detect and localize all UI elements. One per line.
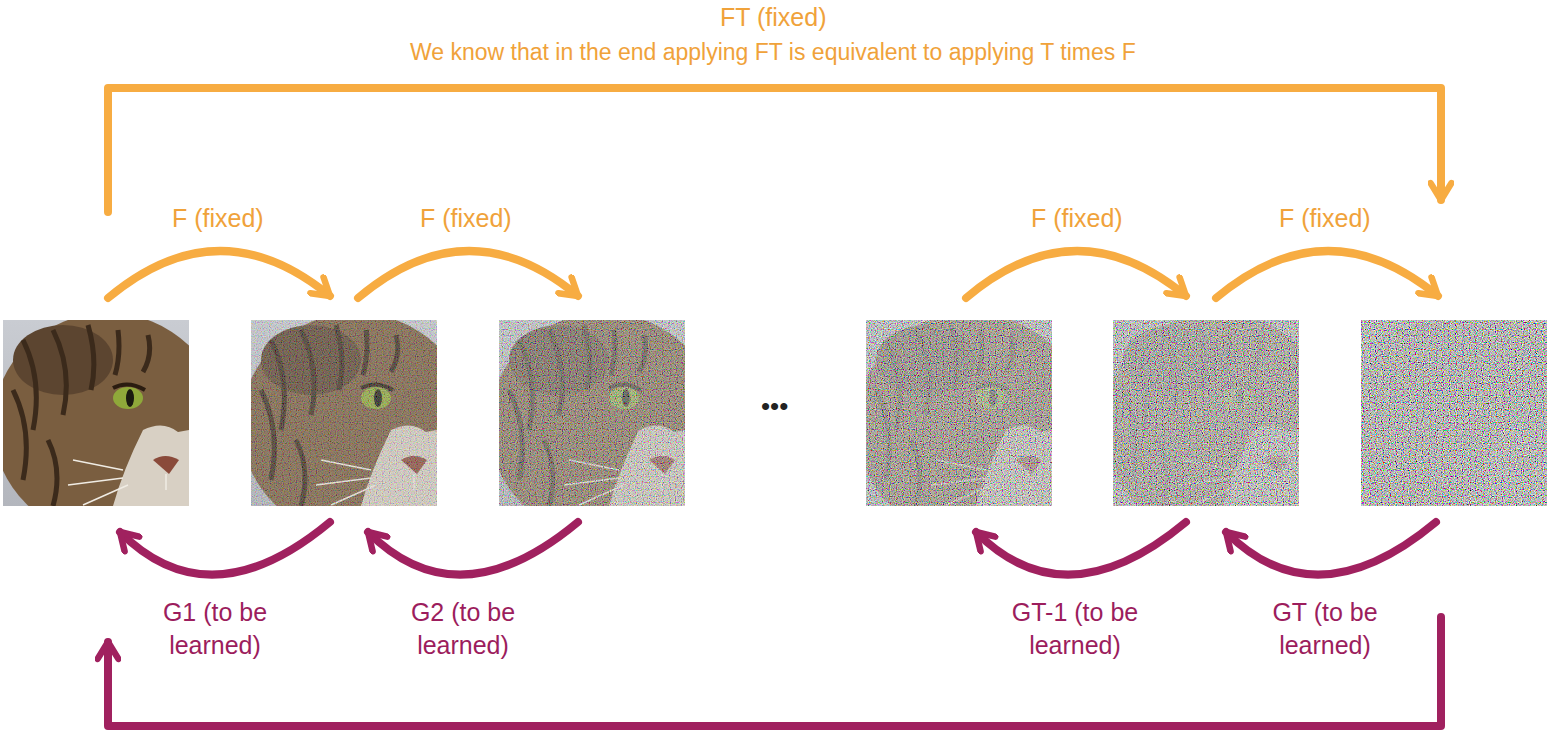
image-panel bbox=[0, 313, 223, 537]
image-panel bbox=[856, 313, 1086, 537]
step-label: F (fixed) bbox=[1279, 203, 1371, 234]
note-text: We know that in the end applying FT is e… bbox=[410, 38, 1136, 67]
arc-arrow bbox=[368, 522, 578, 575]
reverse-arrows bbox=[108, 522, 1441, 726]
arc-arrow bbox=[108, 251, 330, 298]
arc-arrow bbox=[358, 251, 578, 298]
image-panel bbox=[1103, 313, 1333, 537]
arc-arrow bbox=[120, 522, 330, 575]
ellipsis-mark: ••• bbox=[761, 390, 788, 423]
step-label: F (fixed) bbox=[420, 203, 512, 234]
arc-arrow bbox=[976, 522, 1186, 575]
step-label: F (fixed) bbox=[1031, 203, 1123, 234]
step-label: GT-1 (to be learned) bbox=[1000, 596, 1150, 662]
bracket-arrow bbox=[108, 88, 1441, 212]
step-label: G2 (to be learned) bbox=[388, 596, 538, 662]
arc-arrow bbox=[1216, 251, 1438, 298]
image-panel bbox=[489, 313, 719, 537]
step-label: G1 (to be learned) bbox=[140, 596, 290, 662]
image-panel bbox=[241, 313, 471, 537]
image-panels bbox=[0, 313, 1547, 537]
bracket-arrow bbox=[108, 617, 1441, 726]
formula-label: FT (fixed) bbox=[720, 2, 827, 33]
forward-arrows bbox=[108, 88, 1441, 298]
image-panel bbox=[1351, 313, 1547, 537]
step-label: F (fixed) bbox=[172, 203, 264, 234]
arc-arrow bbox=[1226, 522, 1436, 575]
step-label: GT (to be learned) bbox=[1250, 596, 1400, 662]
arc-arrow bbox=[966, 251, 1186, 298]
